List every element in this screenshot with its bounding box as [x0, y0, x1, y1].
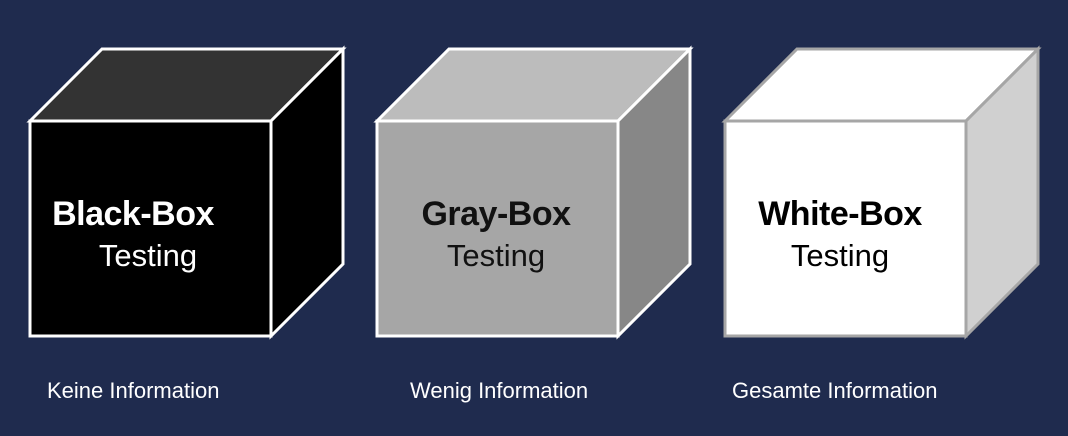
gray-box-caption: Wenig Information	[410, 378, 589, 403]
gray-box-subtitle: Testing	[446, 238, 546, 273]
black-box-caption: Keine Information	[47, 378, 220, 403]
white-box-cube	[721, 45, 1042, 340]
gray-box-cube-front	[375, 119, 620, 338]
gray-box-title: Gray-Box	[421, 195, 571, 233]
black-box-cube-front	[28, 119, 273, 338]
white-box-title: White-Box	[758, 195, 922, 233]
black-box-cube	[26, 45, 347, 340]
black-box-title: Black-Box	[52, 195, 214, 233]
white-box-cube-front	[723, 119, 968, 338]
black-box-subtitle: Testing	[98, 238, 198, 273]
gray-box-cube	[373, 45, 694, 340]
white-box-caption: Gesamte Information	[732, 378, 938, 403]
white-box-subtitle: Testing	[790, 238, 890, 273]
